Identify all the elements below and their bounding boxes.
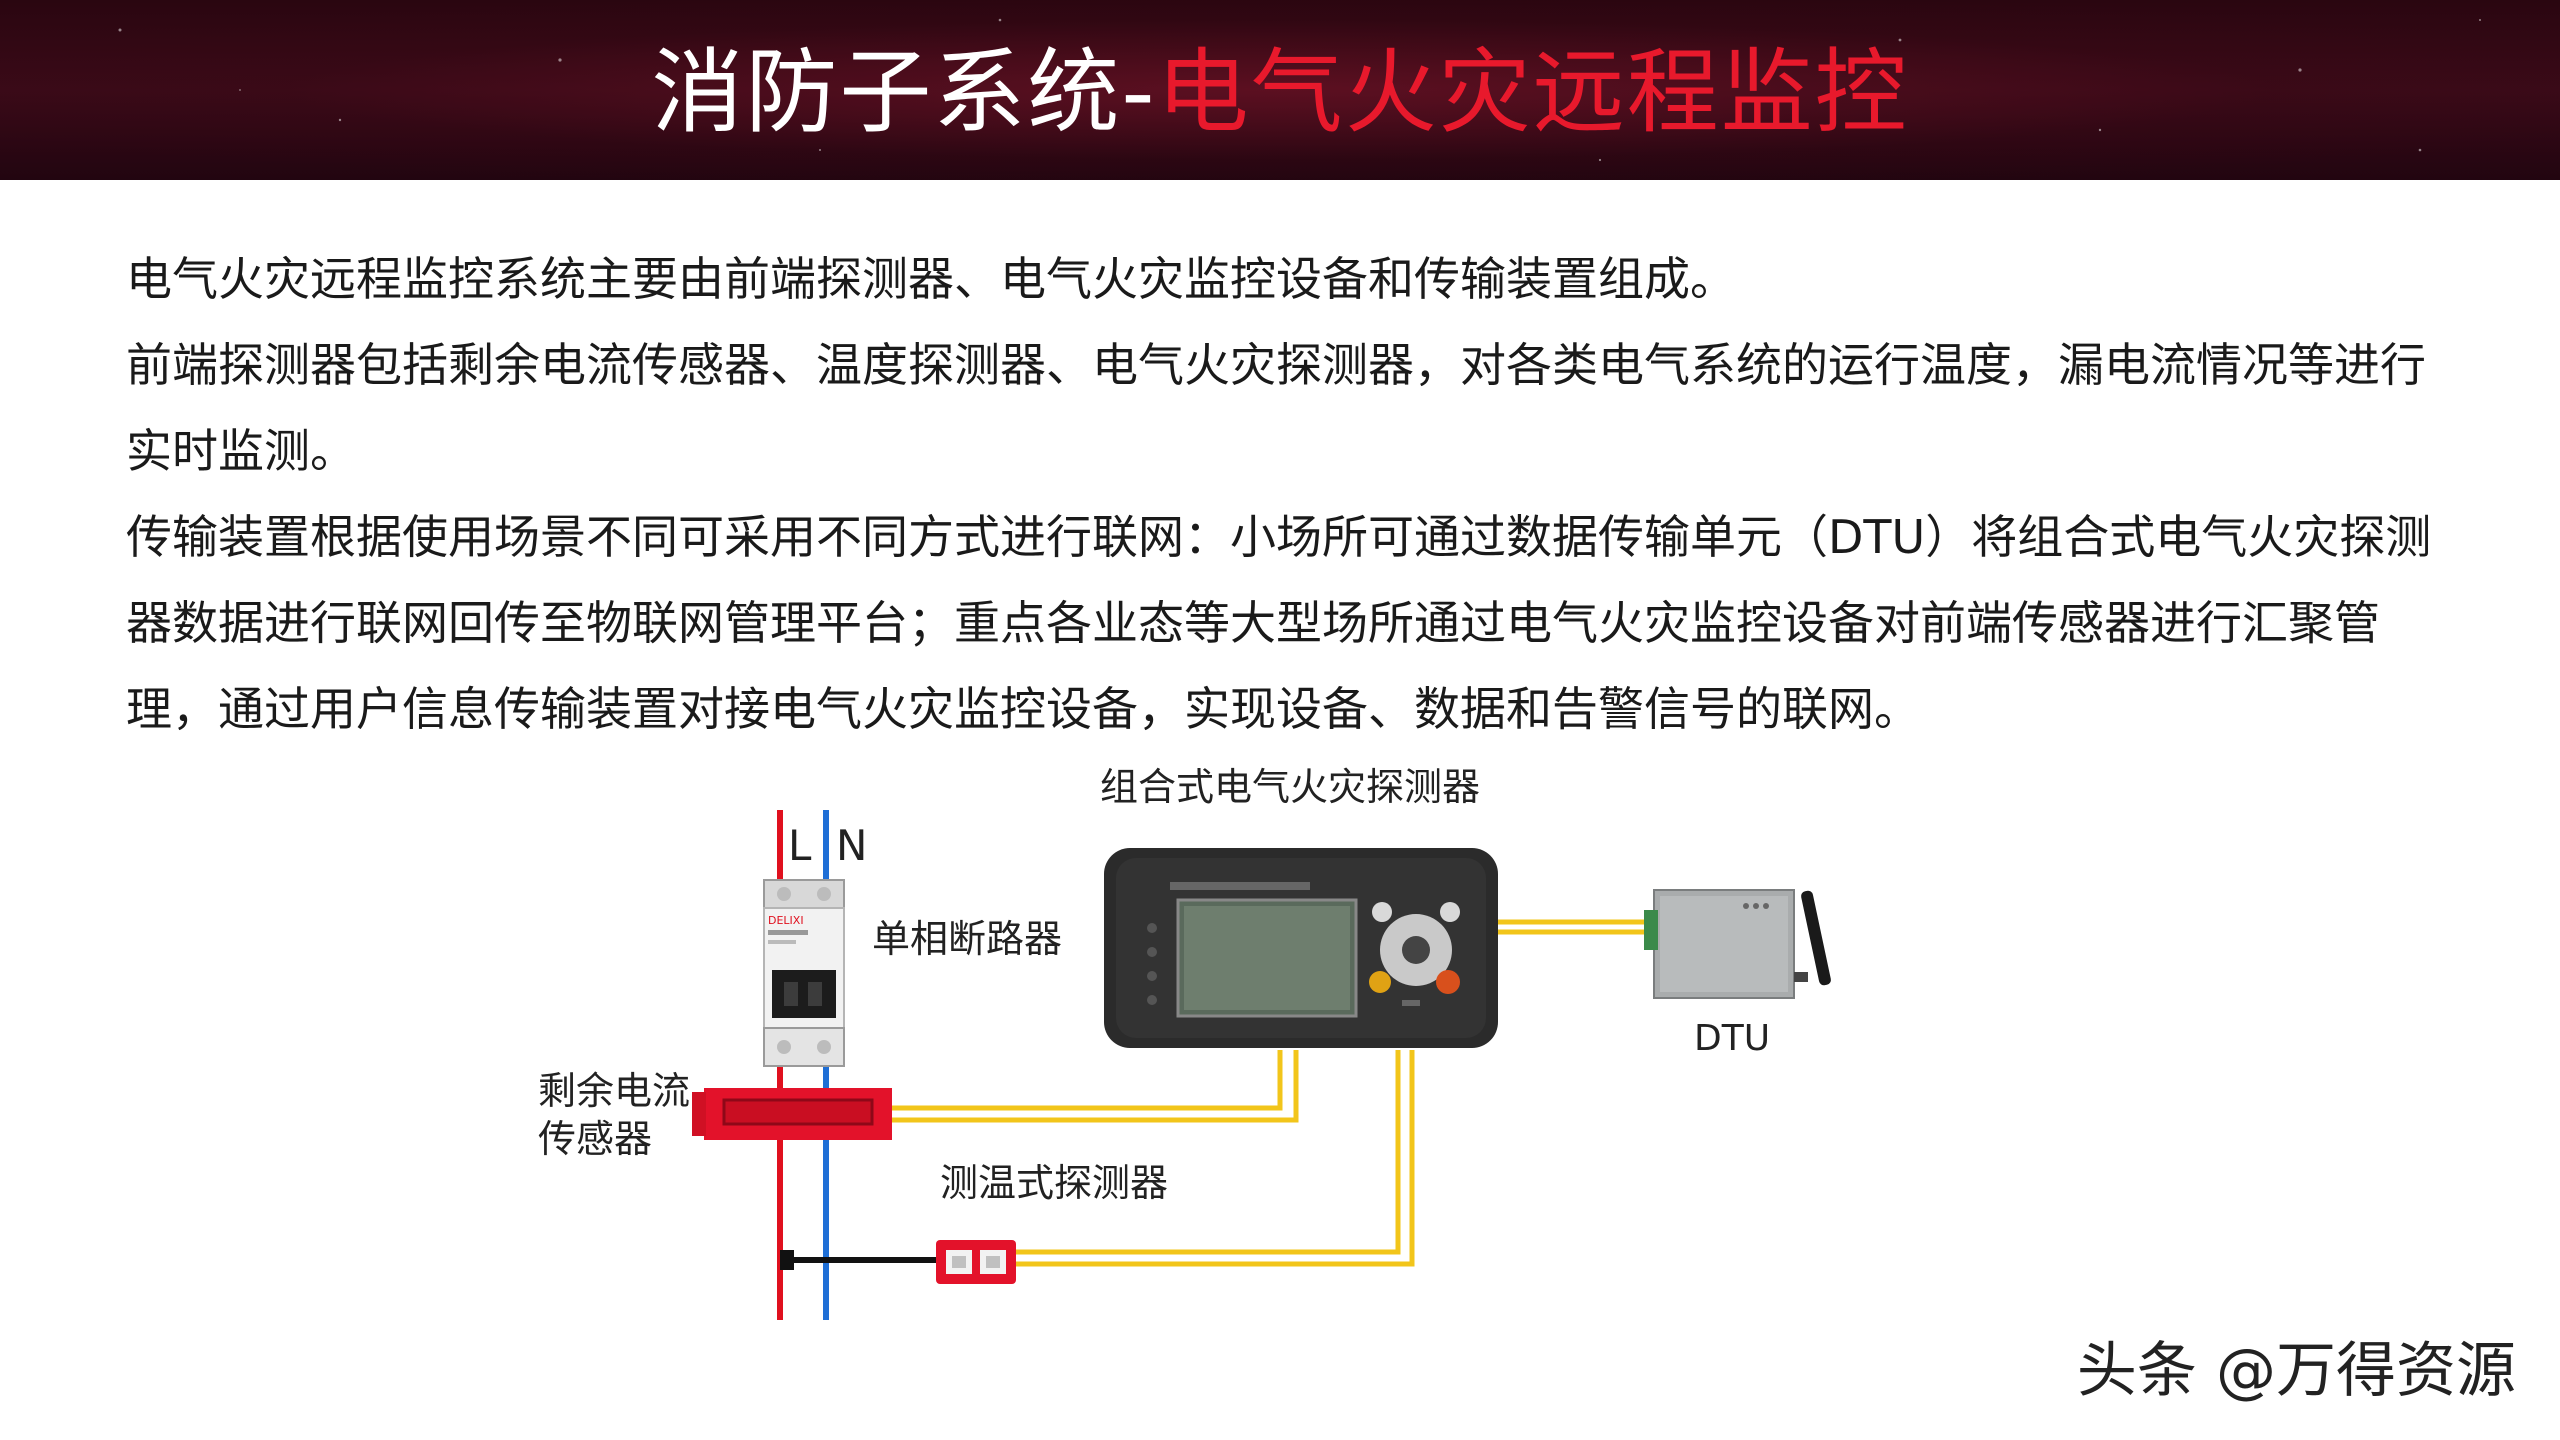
temperature-detector	[936, 1240, 1016, 1284]
single-phase-breaker: DELIXI	[763, 879, 845, 1067]
residual-label-line2: 传感器	[538, 1117, 652, 1161]
paragraph-2: 前端探测器包括剩余电流传感器、温度探测器、电气火灾探测器，对各类电气系统的运行温…	[126, 338, 2426, 478]
signal-wire-temp-2	[1016, 1050, 1415, 1267]
residual-current-sensor	[692, 1088, 892, 1140]
dtu-label: DTU	[1694, 1018, 1770, 1059]
residual-label-line1: 剩余电流	[538, 1069, 690, 1113]
line-n-label: N	[836, 821, 867, 870]
breaker-label: 单相断路器	[872, 917, 1062, 961]
page-title: 消防子系统-电气火灾远程监控	[0, 38, 2560, 148]
signal-wire-temp-1	[1016, 1050, 1401, 1255]
description-text: 电气火灾远程监控系统主要由前端探测器、电气火灾监控设备和传输装置组成。 前端探测…	[126, 236, 2446, 752]
title-prefix: 消防子系统-	[651, 39, 1157, 146]
paragraph-3: 传输装置根据使用场景不同可采用不同方式进行联网：小场所可通过数据传输单元（DTU…	[126, 510, 2432, 736]
breaker-brand: DELIXI	[768, 914, 804, 927]
wiring-diagram: L N DELIXI 单相断路器 组合式电气火灾探测器	[538, 765, 1831, 1320]
detector-title: 组合式电气火灾探测器	[1100, 765, 1480, 809]
dtu-device	[1644, 889, 1831, 999]
back-button-icon	[1440, 902, 1460, 922]
combined-fire-detector	[1104, 848, 1498, 1048]
signal-wire-residual-2	[892, 1050, 1299, 1123]
title-accent: 电气火灾远程监控	[1156, 39, 1909, 146]
temp-detector-label: 测温式探测器	[940, 1161, 1168, 1205]
watermark: 头条 @万得资源	[2076, 1336, 2516, 1406]
star-background	[118, 18, 2481, 162]
signal-wire-residual-1	[892, 1050, 1283, 1111]
title-banner: 消防子系统-电气火灾远程监控	[0, 0, 2560, 180]
menu-button-icon	[1372, 902, 1392, 922]
line-l-label: L	[788, 821, 812, 870]
alarm-button-icon	[1436, 970, 1460, 994]
confirm-button-icon	[1369, 971, 1391, 993]
paragraph-1: 电气火灾远程监控系统主要由前端探测器、电气火灾监控设备和传输装置组成。	[126, 252, 1736, 306]
